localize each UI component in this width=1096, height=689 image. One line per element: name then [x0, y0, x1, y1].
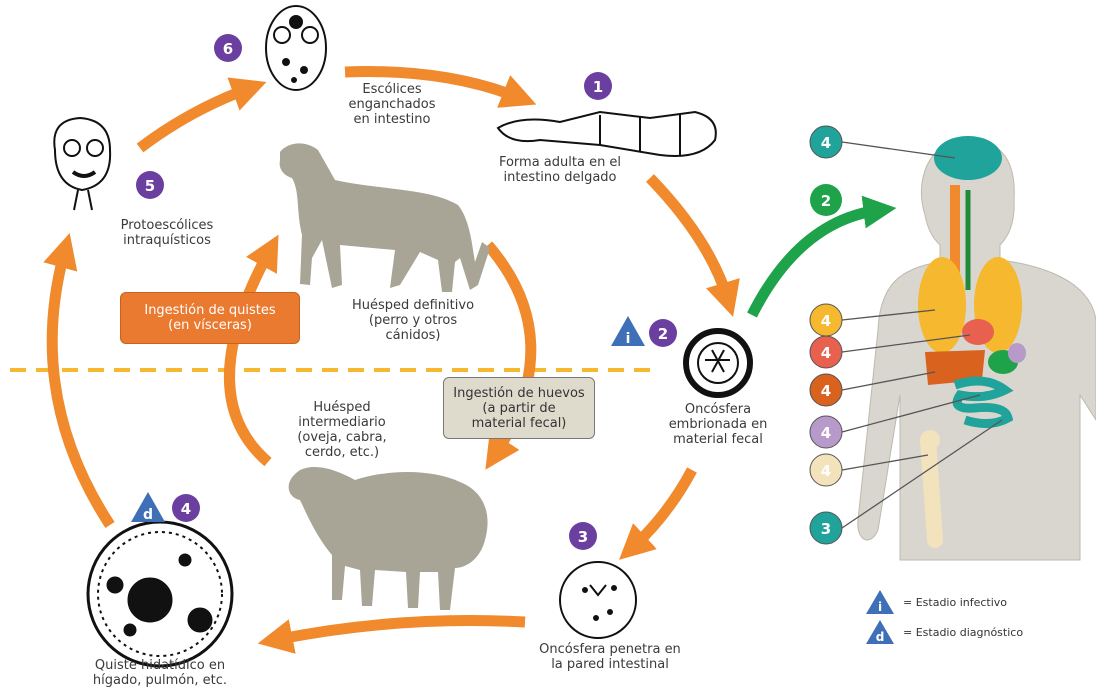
dog-silhouette: [279, 143, 490, 292]
arrow-to-human: [747, 195, 897, 318]
stage-3-badge: 3: [578, 528, 588, 546]
oncosphere-egg-drawing: [683, 328, 753, 398]
body-leader-lines: [841, 141, 1003, 529]
stage-1-label: Forma adulta en el intestino delgado: [498, 155, 622, 185]
stage-triangles: i d i d: [131, 316, 894, 644]
stage-6-badge: 6: [223, 40, 233, 58]
body-badge-bone: 4: [821, 462, 831, 480]
body-badge-lung: 4: [821, 312, 831, 330]
arrow-4-to-5: [43, 233, 115, 529]
arrow-2-to-3: [619, 467, 697, 560]
body-badges: 4 2 4 4 4 4 4 3: [809, 125, 843, 545]
definitive-host-label: Huésped definitivo (perro y otros cánido…: [351, 298, 475, 343]
scolex-drawing: [265, 5, 327, 91]
intestines: [952, 376, 1014, 428]
stage-6-label: Escólices enganchados en intestino: [348, 82, 436, 127]
oncosphere-penetrating-drawing: [559, 561, 637, 639]
arrow-5-to-6: [136, 77, 267, 153]
body-badge-liver: 4: [821, 382, 831, 400]
stage-4-badge: 4: [181, 500, 191, 518]
legend-diagnostic-symbol: d: [876, 630, 885, 644]
legend-infective-symbol: i: [878, 600, 882, 614]
legend-diagnostic-triangle: [866, 620, 894, 644]
arrow-6-to-1: [344, 66, 537, 108]
stage-badges: 6 1 2 3 4 5: [136, 34, 677, 550]
body-badge-spleen: 4: [821, 424, 831, 442]
stage-3-label: Oncósfera penetra en la pared intestinal: [539, 642, 681, 672]
infective-triangle-stage-2: [611, 316, 645, 346]
hydatid-cyst-drawing: [86, 520, 234, 668]
intermediate-host-label: Huésped intermediario (oveja, cabra, cer…: [297, 400, 387, 460]
legend-diagnostic-label: = Estadio diagnóstico: [903, 626, 1024, 639]
legend-infective-label: = Estadio infectivo: [903, 596, 1008, 609]
cyst-ingestion-box: Ingestión de quistes (en vísceras): [120, 292, 300, 344]
legend-infective-triangle: [866, 590, 894, 614]
cycle-arrows: [43, 66, 740, 654]
stage-2-badge: 2: [658, 325, 668, 343]
body-badge-intestine: 3: [821, 520, 831, 538]
diagnostic-triangle-stage-4: [131, 492, 165, 522]
human-body: [857, 136, 1096, 561]
stage-5-badge: 5: [145, 177, 155, 195]
arrow-3-to-4: [257, 615, 526, 654]
arrow-1-to-2: [646, 174, 740, 317]
sheep-silhouette: [288, 467, 488, 610]
diagnostic-triangle-stage-4-symbol: d: [143, 507, 153, 523]
brain: [934, 136, 1002, 180]
body-silhouette: [857, 139, 1096, 561]
body-badge-brain: 4: [821, 134, 831, 152]
left-lung: [918, 257, 966, 353]
adult-worm-drawing: [496, 110, 717, 157]
body-badge-infection: 2: [821, 192, 831, 210]
protoscolex-drawing: [53, 116, 112, 211]
stage-4-label: Quiste hidatídico en hígado, pulmón, etc…: [92, 658, 228, 688]
egg-ingestion-box: Ingestión de huevos (a partir de materia…: [443, 377, 595, 439]
liver: [925, 350, 985, 385]
stage-5-label: Protoescólices intraquísticos: [120, 218, 214, 248]
stage-1-badge: 1: [593, 78, 603, 96]
infective-triangle-stage-2-symbol: i: [626, 331, 631, 347]
spleen: [1008, 343, 1026, 363]
bone: [920, 432, 943, 548]
heart: [962, 319, 994, 345]
arrow-cysts-to-definitive: [224, 234, 279, 467]
body-badge-heart: 4: [821, 344, 831, 362]
stage-2-label: Oncósfera embrionada en material fecal: [668, 402, 768, 447]
